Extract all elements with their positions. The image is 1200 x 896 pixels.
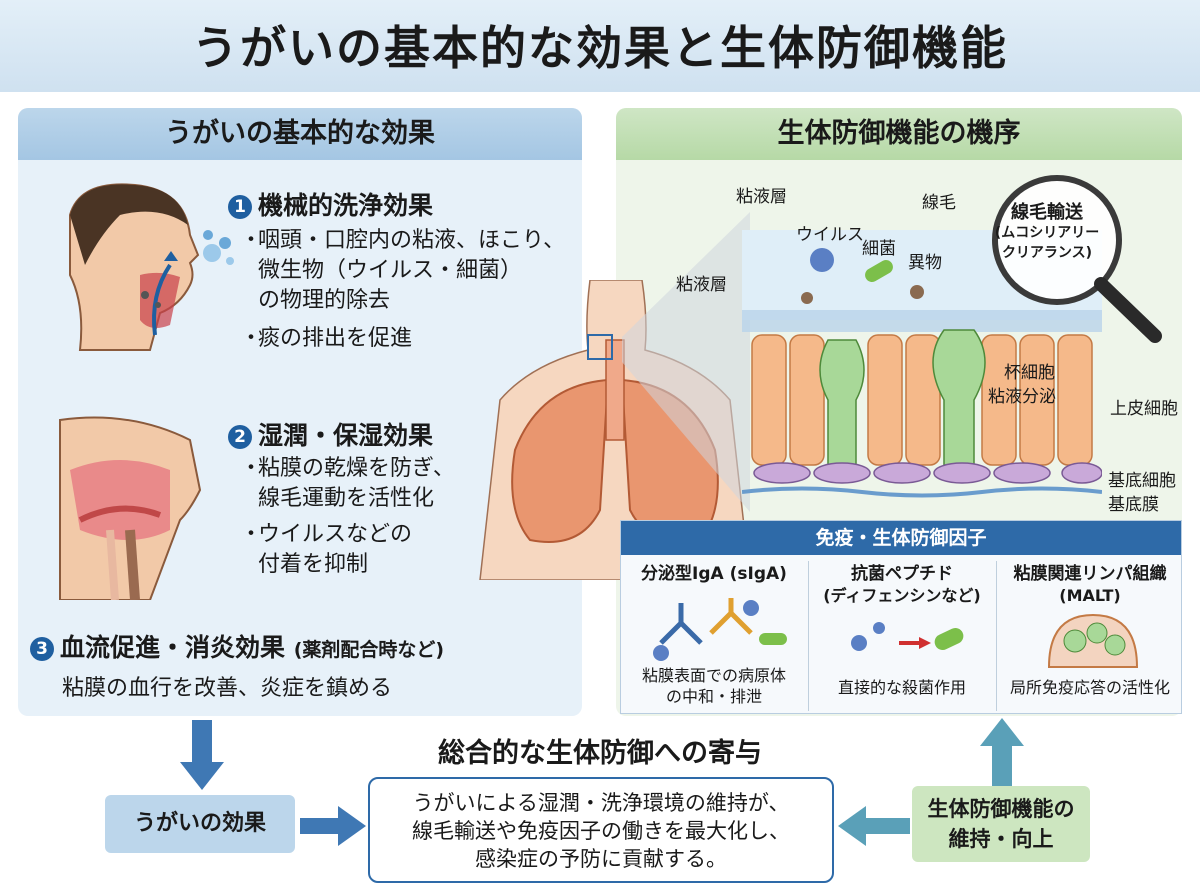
label-virus: ウイルス bbox=[796, 225, 864, 245]
malt-desc: 局所免疫応答の活性化 bbox=[1009, 678, 1170, 697]
effect2-bullet-2-line2: 付着を抑制 bbox=[258, 552, 369, 577]
magnifier-line2: (ムコシリアリー bbox=[994, 225, 1100, 241]
effect2-bullet-1-text: 粘膜の乾燥を防ぎ、 bbox=[258, 456, 455, 481]
lymph-tissue-icon bbox=[1047, 613, 1139, 668]
label-mucus-secretion: 粘液分泌 bbox=[988, 387, 1056, 407]
malt-title-2: (MALT) bbox=[1059, 586, 1121, 605]
immune-divider-2 bbox=[996, 561, 997, 711]
label-epithelial-cell: 上皮細胞 bbox=[1110, 399, 1178, 419]
immune-item-malt: 粘膜関連リンパ組織 (MALT) 局所免疫応答の活性化 bbox=[997, 555, 1183, 713]
gargling-face-illustration bbox=[69, 183, 234, 351]
label-mucus-side: 粘液層 bbox=[676, 275, 727, 295]
summary-box: うがいによる湿潤・洗浄環境の維持が、 線毛輸送や免疫因子の働きを最大化し、 感染… bbox=[368, 777, 834, 883]
effect2-number: 2 bbox=[228, 425, 252, 449]
antibody-icon bbox=[653, 598, 787, 661]
up-arrow bbox=[980, 718, 1024, 788]
effect3-note: (薬剤配合時など) bbox=[293, 639, 445, 661]
label-foreign-matter: 異物 bbox=[908, 253, 942, 273]
label-bacteria: 細菌 bbox=[862, 239, 896, 259]
immune-item-siga: 分泌型IgA (sIgA) 粘膜表面での病原体 の中和・排泄 bbox=[621, 555, 807, 713]
effect1-bullet-1: ・咽頭・口腔内の粘液、ほこり、 bbox=[240, 228, 566, 253]
down-arrow bbox=[180, 720, 224, 790]
siga-desc-1: 粘膜表面での病原体 bbox=[641, 666, 786, 685]
effect1-bullet-2-text: 痰の排出を促進 bbox=[258, 326, 413, 351]
siga-desc-2: の中和・排泄 bbox=[665, 687, 762, 706]
right-arrow bbox=[300, 806, 366, 846]
peptide-title: 抗菌ペプチド bbox=[851, 564, 953, 584]
magnifier-title: 線毛輸送 bbox=[1011, 202, 1083, 223]
defense-maintenance-line-1: 生体防御機能の bbox=[927, 797, 1075, 821]
effect2-bullet-2-text: ウイルスなどの bbox=[258, 522, 413, 547]
label-basement-membrane: 基底膜 bbox=[1108, 495, 1159, 515]
defense-maintenance-line-2: 維持・向上 bbox=[948, 827, 1054, 851]
effect3-number: 3 bbox=[30, 637, 54, 661]
defense-maintenance-box: 生体防御機能の 維持・向上 bbox=[912, 786, 1090, 862]
magnifier-icon bbox=[992, 175, 1162, 343]
contribution-title: 総合的な生体防御への寄与 bbox=[438, 738, 762, 769]
gargle-effect-box: うがいの効果 bbox=[105, 795, 295, 853]
effect1-bullet-1-text: 咽頭・口腔内の粘液、ほこり、 bbox=[258, 228, 566, 253]
effect2-title-text: 湿潤・保湿効果 bbox=[258, 421, 434, 450]
effect3-title-text: 血流促進・消炎効果 bbox=[60, 633, 286, 662]
effect1-bullet-1-line2: 微生物（ウイルス・細菌） bbox=[258, 258, 523, 283]
siga-title: 分泌型IgA (sIgA) bbox=[641, 564, 787, 584]
immune-item-peptide: 抗菌ペプチド (ディフェンシンなど) 直接的な殺菌作用 bbox=[809, 555, 995, 713]
immune-factors-heading: 免疫・生体防御因子 bbox=[621, 521, 1181, 555]
peptide-icon bbox=[851, 622, 964, 651]
peptide-title-2: (ディフェンシンなど) bbox=[823, 586, 981, 605]
immune-divider-1 bbox=[808, 561, 809, 711]
label-basal-cell: 基底細胞 bbox=[1108, 471, 1176, 491]
effect1-title-text: 機械的洗浄効果 bbox=[258, 191, 434, 220]
effect3-description: 粘膜の血行を改善、炎症を鎮める bbox=[62, 676, 393, 701]
label-goblet-cell: 杯細胞 bbox=[1004, 363, 1055, 383]
magnifier-line3: クリアランス) bbox=[1001, 245, 1093, 261]
effect2-bullet-1-line2: 線毛運動を活性化 bbox=[258, 486, 435, 511]
label-mucus-top: 粘液層 bbox=[736, 187, 787, 207]
left-arrow bbox=[838, 806, 910, 846]
title-band bbox=[0, 0, 1200, 92]
zoom-wedge bbox=[622, 212, 750, 512]
page-title: うがいの基本的な効果と生体防御機能 bbox=[192, 21, 1008, 75]
summary-line-2: 線毛輸送や免疫因子の働きを最大化し、 bbox=[412, 819, 790, 843]
peptide-desc: 直接的な殺菌作用 bbox=[837, 678, 966, 697]
throat-cross-section-illustration bbox=[59, 416, 202, 600]
basic-effects-heading: うがいの基本的な効果 bbox=[18, 108, 582, 160]
summary-line-1: うがいによる湿潤・洗浄環境の維持が、 bbox=[412, 791, 790, 815]
effect1-bullet-1-line3: の物理的除去 bbox=[258, 288, 391, 313]
effect2-bullet-1: ・粘膜の乾燥を防ぎ、 bbox=[240, 456, 455, 481]
effect2-bullet-2: ・ウイルスなどの bbox=[240, 522, 413, 547]
summary-line-3: 感染症の予防に貢献する。 bbox=[475, 847, 727, 871]
effect1-number: 1 bbox=[228, 195, 252, 219]
malt-title: 粘膜関連リンパ組織 bbox=[1013, 564, 1167, 584]
immune-factors-box: 免疫・生体防御因子 分泌型IgA (sIgA) 粘膜表面での病原体 の中和・排泄… bbox=[620, 520, 1182, 714]
effect1-bullet-2: ・痰の排出を促進 bbox=[240, 326, 413, 351]
label-cilia: 線毛 bbox=[922, 193, 956, 213]
defense-mechanism-heading: 生体防御機能の機序 bbox=[616, 108, 1182, 160]
